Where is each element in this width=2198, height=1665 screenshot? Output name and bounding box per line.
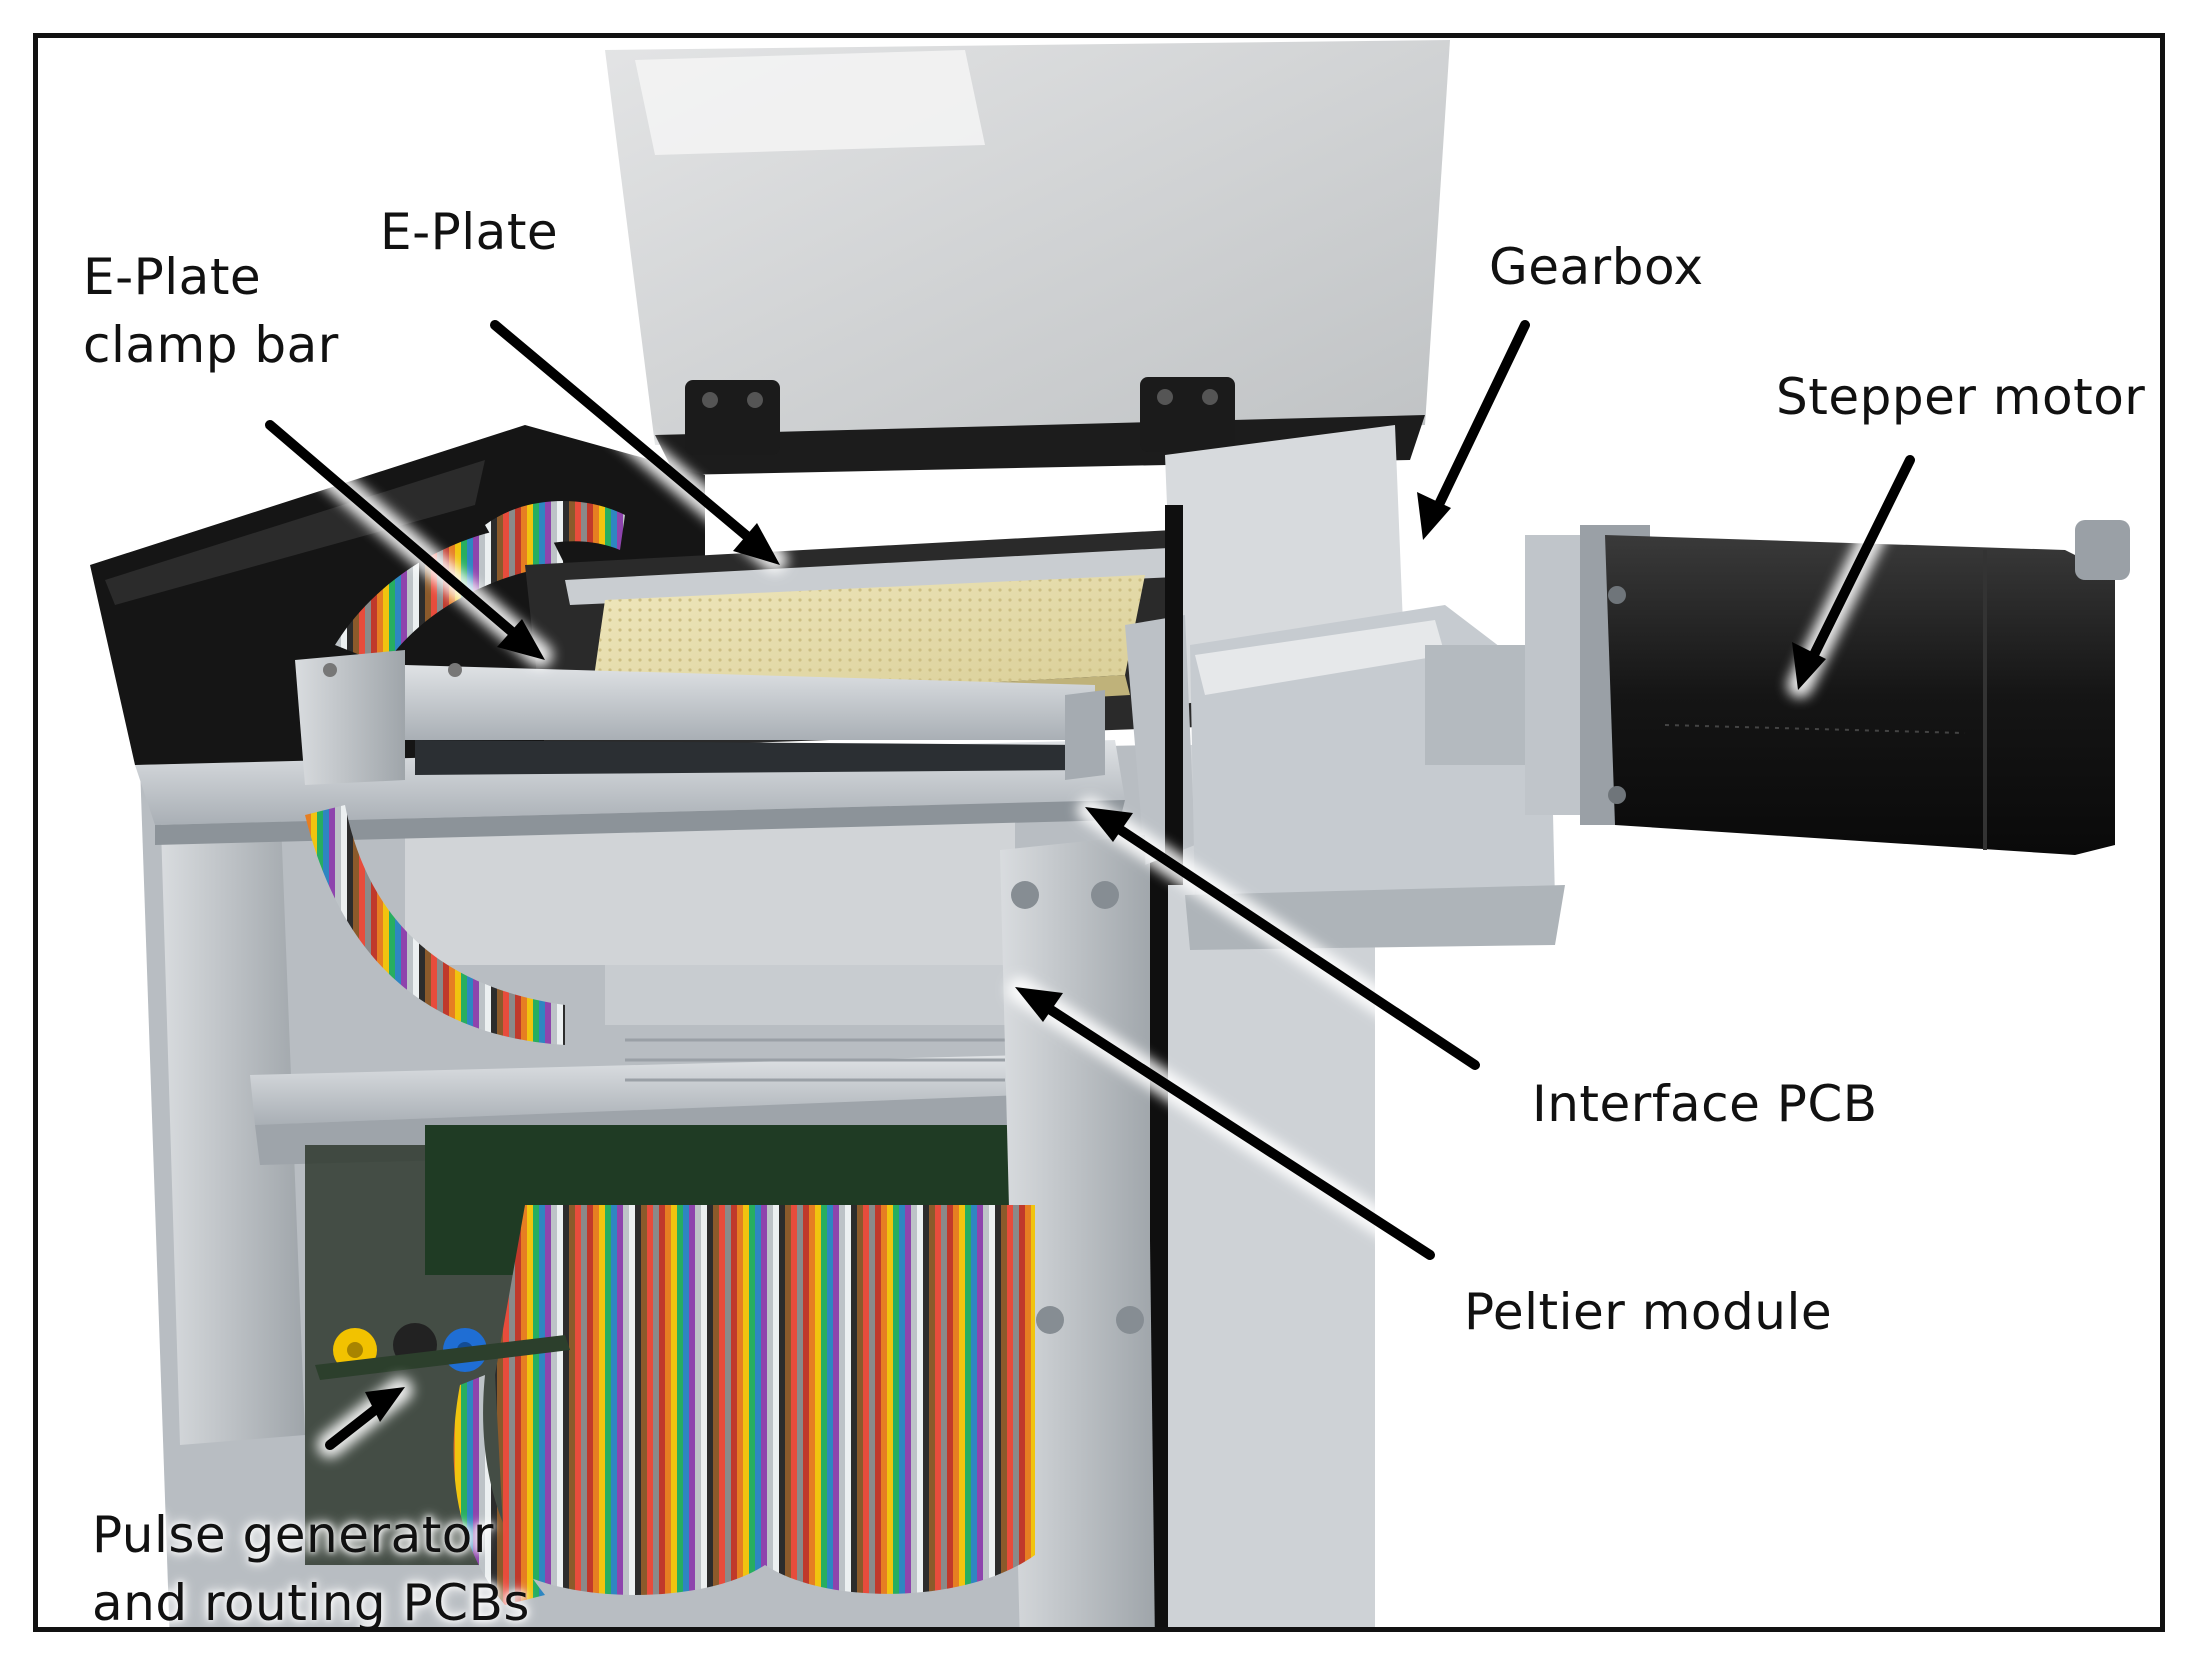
- callout-arrows: [257, 312, 1923, 1458]
- label-peltier-module: Peltier module: [1464, 1283, 1833, 1341]
- label-gearbox: Gearbox: [1489, 238, 1704, 296]
- hinges: [685, 377, 1235, 455]
- label-pulse-generator-line2: and routing PCBs: [92, 1574, 530, 1632]
- front-posts: [1000, 835, 1155, 1627]
- label-stepper-motor: Stepper motor: [1776, 368, 2146, 426]
- clamp-bar-graphic: [295, 650, 1105, 785]
- arrow-peltier: [1032, 996, 1435, 1260]
- arrow-interface-pcb: [1102, 816, 1480, 1070]
- label-clamp-bar-line1: E-Plate: [83, 248, 262, 306]
- arrow-e-plate: [490, 320, 765, 552]
- label-clamp-bar: E-Plate clamp bar: [83, 243, 339, 379]
- label-pulse-generator-line1: Pulse generator: [92, 1506, 494, 1564]
- device-photo: [90, 40, 2130, 1627]
- stepper-motor-graphic: [1580, 520, 2130, 855]
- label-clamp-bar-line2: clamp bar: [83, 316, 339, 374]
- gearbox-graphic: [1125, 425, 1605, 950]
- figure-frame: E-Plate E-Plate clamp bar Gearbox Steppe…: [33, 33, 2165, 1632]
- arrow-stepper-motor: [1803, 455, 1915, 672]
- label-interface-pcb: Interface PCB: [1532, 1075, 1878, 1133]
- label-e-plate: E-Plate: [380, 203, 559, 261]
- arrow-gearbox: [1428, 320, 1530, 522]
- arrow-clamp-bar: [265, 420, 530, 648]
- banana-jacks: [315, 1323, 570, 1380]
- label-pulse-generator: Pulse generator and routing PCBs: [92, 1501, 530, 1632]
- lower-ribbons: [453, 1205, 1035, 1605]
- peltier-block: [405, 805, 1015, 1082]
